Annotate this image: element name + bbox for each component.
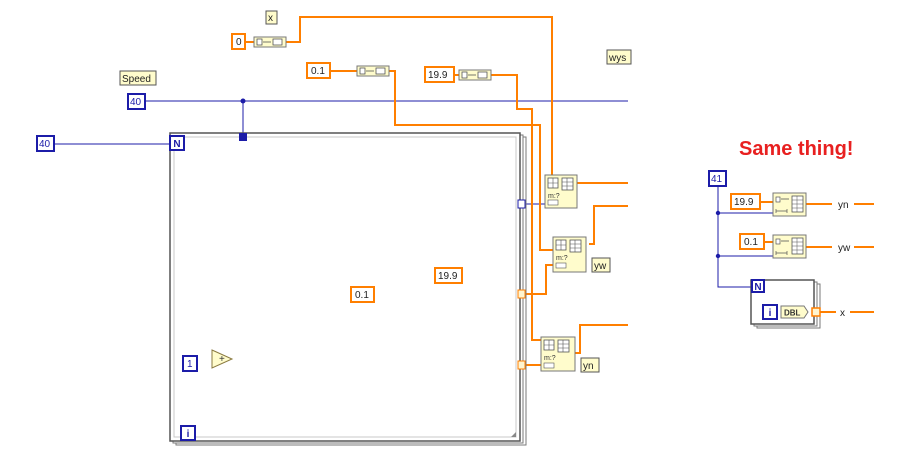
tunnel-01-in[interactable] xyxy=(517,289,526,299)
i-terminal-main[interactable]: i xyxy=(180,425,196,441)
const-0[interactable]: 0 xyxy=(231,33,246,50)
svg-text:0.1: 0.1 xyxy=(355,290,369,301)
const-01-right[interactable]: 0.1 xyxy=(739,233,765,250)
const-40-speed[interactable]: 40 xyxy=(127,93,146,110)
speed-loop-tunnel[interactable] xyxy=(239,133,247,141)
svg-text:Speed: Speed xyxy=(122,74,151,85)
svg-text:N: N xyxy=(754,282,761,293)
label-speed[interactable]: Speed xyxy=(119,70,157,86)
label-yw[interactable]: yw xyxy=(591,257,611,273)
add-node[interactable]: + xyxy=(211,349,234,369)
tunnel-i-out[interactable] xyxy=(517,199,526,209)
svg-text:m:?: m:? xyxy=(548,193,560,200)
tunnel-199-in[interactable] xyxy=(517,360,526,370)
wire-bundle01-to-nodes xyxy=(389,70,553,251)
const-40-n[interactable]: 40 xyxy=(36,135,55,152)
svg-text:19.9: 19.9 xyxy=(428,70,448,81)
label-x-top[interactable]: x xyxy=(265,10,278,25)
small-loop-tunnel[interactable] xyxy=(811,307,821,317)
const-199-top[interactable]: 19.9 xyxy=(424,66,455,83)
const-01-top[interactable]: 0.1 xyxy=(306,62,331,79)
array-node-1[interactable]: m:? xyxy=(544,174,578,209)
svg-text:0.1: 0.1 xyxy=(744,237,758,248)
output-x-text: x xyxy=(840,308,845,319)
junction-dot-41b xyxy=(715,253,721,259)
bundle-node-0[interactable] xyxy=(253,36,287,48)
svg-text:1: 1 xyxy=(187,359,193,370)
svg-text:0: 0 xyxy=(236,37,242,48)
wire-41-trunk xyxy=(717,186,760,288)
const-199-mid[interactable]: 19.9 xyxy=(434,267,463,284)
i-main-text: i xyxy=(187,429,190,440)
const-01-mid[interactable]: 0.1 xyxy=(350,286,375,303)
i-terminal-small[interactable]: i xyxy=(762,304,778,320)
wire-node2-out xyxy=(589,205,628,245)
output-yn-text: yn xyxy=(838,200,849,211)
wire-bundle-top-to-node1 xyxy=(286,16,553,175)
loop-tunnels[interactable] xyxy=(517,199,526,370)
svg-text:19.9: 19.9 xyxy=(438,271,458,282)
svg-text:i: i xyxy=(769,308,772,319)
svg-text:wys: wys xyxy=(608,53,626,64)
label-wys[interactable]: wys xyxy=(606,49,632,65)
for-loop-main[interactable] xyxy=(169,132,527,446)
wire-tunnel01-to-node2 xyxy=(524,264,553,295)
svg-text:m:?: m:? xyxy=(556,255,568,262)
ramp-node-yn[interactable] xyxy=(772,192,807,217)
junction-dot-41a xyxy=(715,210,721,216)
bundle-node-01[interactable] xyxy=(356,65,390,77)
output-yw-text: yw xyxy=(838,243,851,254)
array-node-3[interactable]: m:? xyxy=(540,336,576,372)
svg-text:yw: yw xyxy=(594,261,607,272)
n-main-text: N xyxy=(173,139,180,150)
ramp-node-yw[interactable] xyxy=(772,234,807,259)
label-yn[interactable]: yn xyxy=(580,357,600,373)
svg-text:41: 41 xyxy=(711,174,723,185)
svg-text:40: 40 xyxy=(39,139,51,150)
const-199-right[interactable]: 19.9 xyxy=(730,193,761,210)
dbl-convert-node[interactable]: DBL xyxy=(780,305,809,319)
svg-text:DBL: DBL xyxy=(784,309,801,318)
svg-text:x: x xyxy=(268,13,273,24)
wire-node3-out xyxy=(575,324,628,354)
junction-dot xyxy=(240,98,246,104)
svg-text:m:?: m:? xyxy=(544,355,556,362)
svg-text:0.1: 0.1 xyxy=(311,66,325,77)
n-terminal-small[interactable]: N xyxy=(751,279,765,293)
wire-bundle199-to-nodes xyxy=(491,74,541,341)
add-symbol: + xyxy=(219,354,225,365)
svg-text:19.9: 19.9 xyxy=(734,197,754,208)
bundle-node-199[interactable] xyxy=(458,69,492,81)
loop-resize-corner[interactable] xyxy=(511,432,516,437)
n-terminal-main[interactable]: N xyxy=(169,135,185,151)
array-node-2[interactable]: m:? xyxy=(552,236,587,273)
svg-text:yn: yn xyxy=(583,361,594,372)
const-41[interactable]: 41 xyxy=(708,170,727,187)
svg-text:40: 40 xyxy=(130,97,142,108)
const-1[interactable]: 1 xyxy=(182,355,198,372)
annotation-text: Same thing! xyxy=(739,138,853,160)
